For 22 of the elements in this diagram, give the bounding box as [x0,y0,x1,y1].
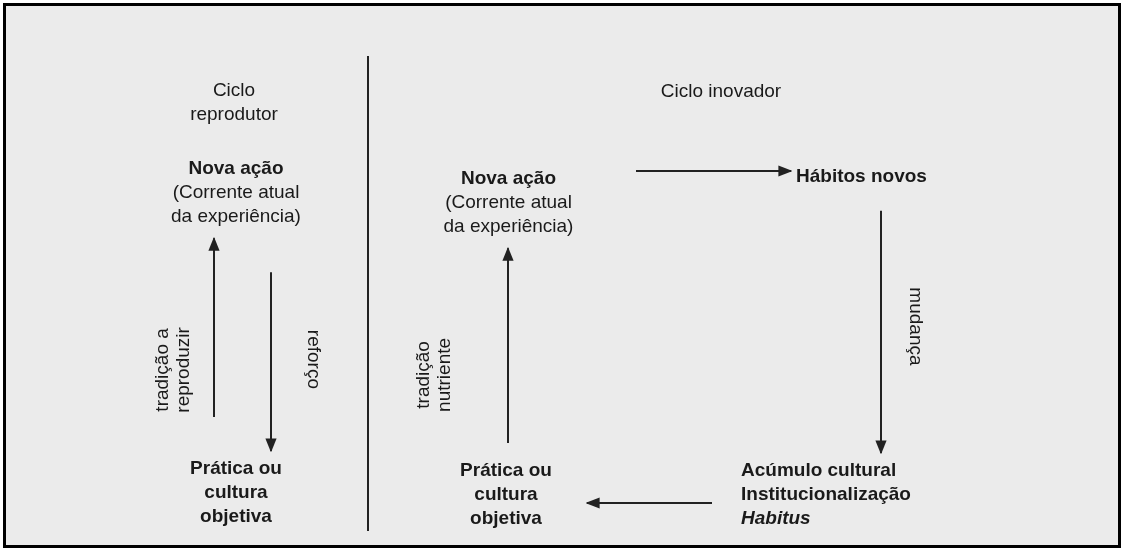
edge-label: tradição nutriente [413,336,455,414]
edge-label: mudança [905,286,927,368]
node-text: Prática ou cultura objetiva [189,456,283,528]
node-text: Hábitos novos [796,164,928,188]
node-text: Habitus [741,505,812,530]
cycle-title: Ciclo inovador [659,79,783,103]
node-text: (Corrente atual da experiência) [170,179,302,228]
node-text: Prática ou cultura objetiva [459,458,553,530]
arrow [875,209,887,455]
node-text: Institucionalização [741,481,912,506]
arrow [502,246,514,444]
node-text: Nova ação [459,166,557,190]
cycle-title: Ciclo reprodutor [189,78,279,126]
edge-label: tradição a reproduzir [152,326,194,415]
arrow [635,165,793,177]
node-text: Nova ação [187,156,285,180]
node-text: (Corrente atual da experiência) [442,189,575,238]
arrow [585,497,713,509]
arrow [208,236,220,418]
edge-label: reforço [303,328,325,391]
arrow [265,271,277,453]
node-text: Acúmulo cultural [741,458,898,482]
